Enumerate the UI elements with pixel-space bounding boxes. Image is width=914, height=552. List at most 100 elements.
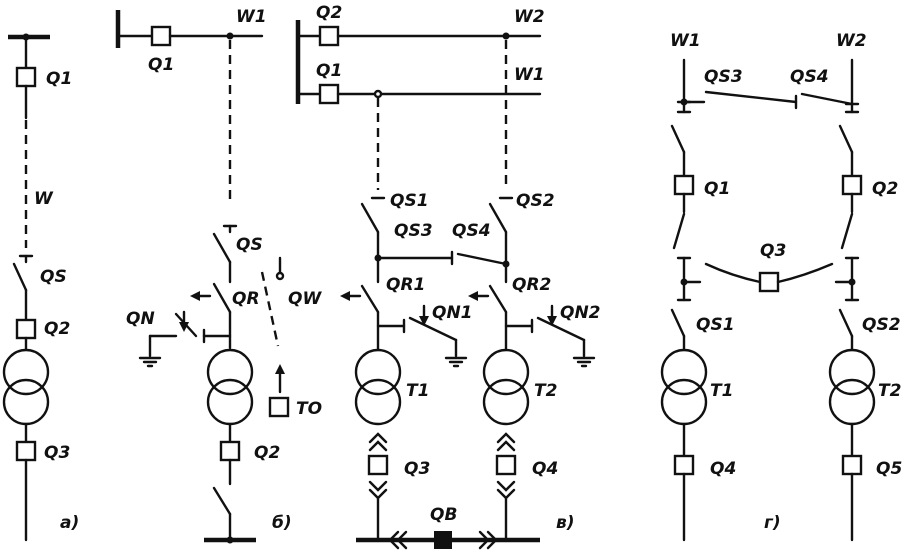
label-q2: Q2 — [872, 179, 898, 199]
label-qs1: QS1 — [390, 191, 429, 211]
transformer-t1-winding-1 — [354, 348, 402, 396]
arrow-head — [275, 364, 285, 374]
switch-blade — [840, 212, 854, 250]
panel-a: Q1 W QS Q2 Q3 а) — [2, 33, 79, 542]
label-qb: QB — [430, 505, 457, 525]
disconnector-qs-blade — [12, 262, 28, 292]
label-qn2: QN2 — [560, 303, 601, 323]
label-qn1: QN1 — [432, 303, 473, 323]
label-w2: W2 — [514, 7, 545, 27]
breaker-q1-symbol — [150, 25, 172, 47]
label-t1: T1 — [406, 381, 429, 401]
label-to: TO — [296, 399, 322, 419]
breaker-q1-symbol — [673, 174, 695, 196]
label-qn: QN — [126, 309, 155, 329]
label-qs4: QS4 — [790, 67, 829, 87]
label-qs3: QS3 — [394, 221, 433, 241]
disconnector-qs1-blade — [360, 202, 380, 234]
label-qs4: QS4 — [452, 221, 491, 241]
transformer-winding-2 — [206, 378, 254, 426]
plug-connector — [388, 530, 408, 550]
switch-qr1-blade — [360, 284, 380, 314]
caption-b: б) — [272, 513, 292, 533]
disconnector-qs-blade — [212, 232, 232, 264]
disconnector-blade — [776, 262, 834, 284]
arrow-head — [468, 291, 478, 301]
node — [373, 89, 383, 99]
label-w2: W2 — [836, 31, 867, 51]
label-q4: Q4 — [532, 459, 558, 479]
label-w1: W1 — [514, 65, 545, 85]
breaker-q2-symbol — [15, 318, 37, 340]
breaker-q5-symbol — [841, 454, 863, 476]
transformer-t2-winding-2 — [828, 378, 876, 426]
node — [226, 32, 234, 40]
label-q2: Q2 — [316, 3, 342, 23]
label-qs1: QS1 — [696, 315, 735, 335]
transformer-t2-winding-1 — [482, 348, 530, 396]
transformer-t2-winding-2 — [482, 378, 530, 426]
transformer-t2-winding-1 — [828, 348, 876, 396]
breaker-q4-symbol — [495, 454, 517, 476]
arrow-head — [179, 322, 189, 332]
label-q1: Q1 — [704, 179, 730, 199]
label-qs2: QS2 — [516, 191, 555, 211]
node — [848, 278, 856, 286]
transformer-winding-1 — [206, 348, 254, 396]
breaker-q4-symbol — [673, 454, 695, 476]
breaker-q3-symbol — [15, 440, 37, 462]
disconnector-qs1-blade — [670, 308, 686, 338]
transformer-t1-winding-2 — [354, 378, 402, 426]
caption-g: г) — [764, 513, 781, 533]
to-symbol — [268, 396, 290, 418]
breaker-q3-symbol — [758, 271, 780, 293]
plug-connector — [496, 432, 516, 452]
switch-qr2-blade — [488, 284, 508, 314]
label-w: W — [34, 189, 54, 209]
disconnector-qs3-qs4-blade — [456, 252, 508, 266]
arrow-head — [190, 291, 200, 301]
disconnector-qs2-blade — [838, 308, 854, 338]
switch-blade — [212, 486, 232, 516]
breaker-qb-symbol — [434, 531, 452, 549]
switch-blade — [672, 212, 686, 250]
plug-connector — [496, 480, 516, 500]
panel-v: Q2 W2 Q1 W1 QS1 QS2 QS3 QS4 QR1 QR2 QN1 … — [295, 3, 601, 550]
breaker-q1-symbol — [318, 83, 340, 105]
label-qs3: QS3 — [704, 67, 743, 87]
earth-switch-qn1-blade — [408, 316, 458, 342]
label-q3: Q3 — [44, 443, 70, 463]
plug-connector — [368, 480, 388, 500]
label-q1: Q1 — [316, 61, 342, 81]
breaker-q1-symbol — [15, 66, 37, 88]
earth-switch-qn2-blade — [536, 316, 586, 342]
label-q2: Q2 — [44, 319, 70, 339]
panel-b: Q1 W1 QS QR QW QN TO Q2 б) — [115, 7, 322, 544]
label-q5: Q5 — [876, 459, 902, 479]
switch-qr-blade — [212, 282, 232, 314]
panel-g: W1 W2 QS3 QS4 Q1 Q2 Q3 QS1 QS2 T1 T2 Q4 … — [660, 31, 902, 542]
label-q1: Q1 — [148, 55, 174, 75]
arrow-head — [419, 316, 429, 326]
arrow-head — [340, 291, 350, 301]
label-q2: Q2 — [254, 443, 280, 463]
label-t2: T2 — [534, 381, 557, 401]
disconnector-qs4-blade — [800, 92, 854, 106]
caption-a: а) — [60, 513, 79, 533]
label-qs: QS — [40, 267, 67, 287]
label-qw: QW — [288, 289, 322, 309]
label-qs: QS — [236, 235, 263, 255]
label-qr: QR — [232, 289, 260, 309]
contact — [275, 271, 285, 281]
label-q1: Q1 — [46, 69, 72, 89]
transformer-t1-winding-1 — [660, 348, 708, 396]
breaker-q2-symbol — [318, 25, 340, 47]
breaker-q2-symbol — [841, 174, 863, 196]
plug-connector — [478, 530, 498, 550]
label-qr2: QR2 — [512, 275, 551, 295]
label-t2: T2 — [878, 381, 901, 401]
label-q4: Q4 — [710, 459, 736, 479]
plug-connector — [368, 432, 388, 452]
switch-blade — [670, 124, 686, 154]
